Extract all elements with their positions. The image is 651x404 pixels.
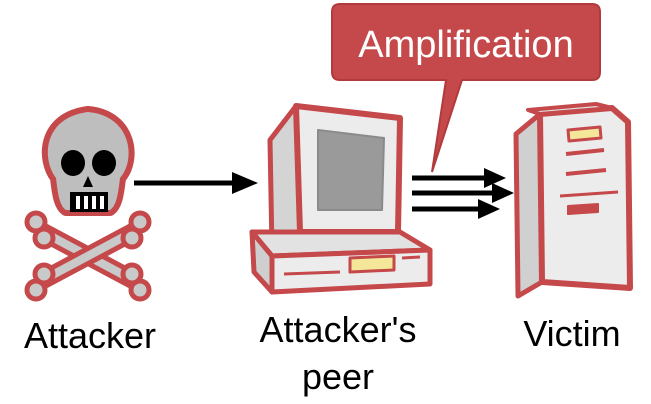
skull xyxy=(41,106,135,216)
skull-crossbones-icon xyxy=(24,106,152,302)
computer-icon xyxy=(249,103,433,295)
victim-label: Victim xyxy=(523,313,620,354)
amplified-arrows xyxy=(412,168,514,219)
peer-label-line2: peer xyxy=(302,356,374,397)
callout-text: Amplification xyxy=(358,24,573,66)
crossbones xyxy=(24,210,152,302)
callout-bubble xyxy=(331,3,601,173)
drive-bay-yellow xyxy=(566,125,603,143)
monitor-screen xyxy=(317,129,385,211)
peer-label-line1: Attacker's xyxy=(260,309,417,350)
drive-slot xyxy=(348,254,396,274)
attacker-label: Attacker xyxy=(24,315,156,356)
amplification-callout: Amplification xyxy=(331,3,601,173)
request-arrow xyxy=(134,172,258,194)
server-tower-icon xyxy=(513,102,633,299)
